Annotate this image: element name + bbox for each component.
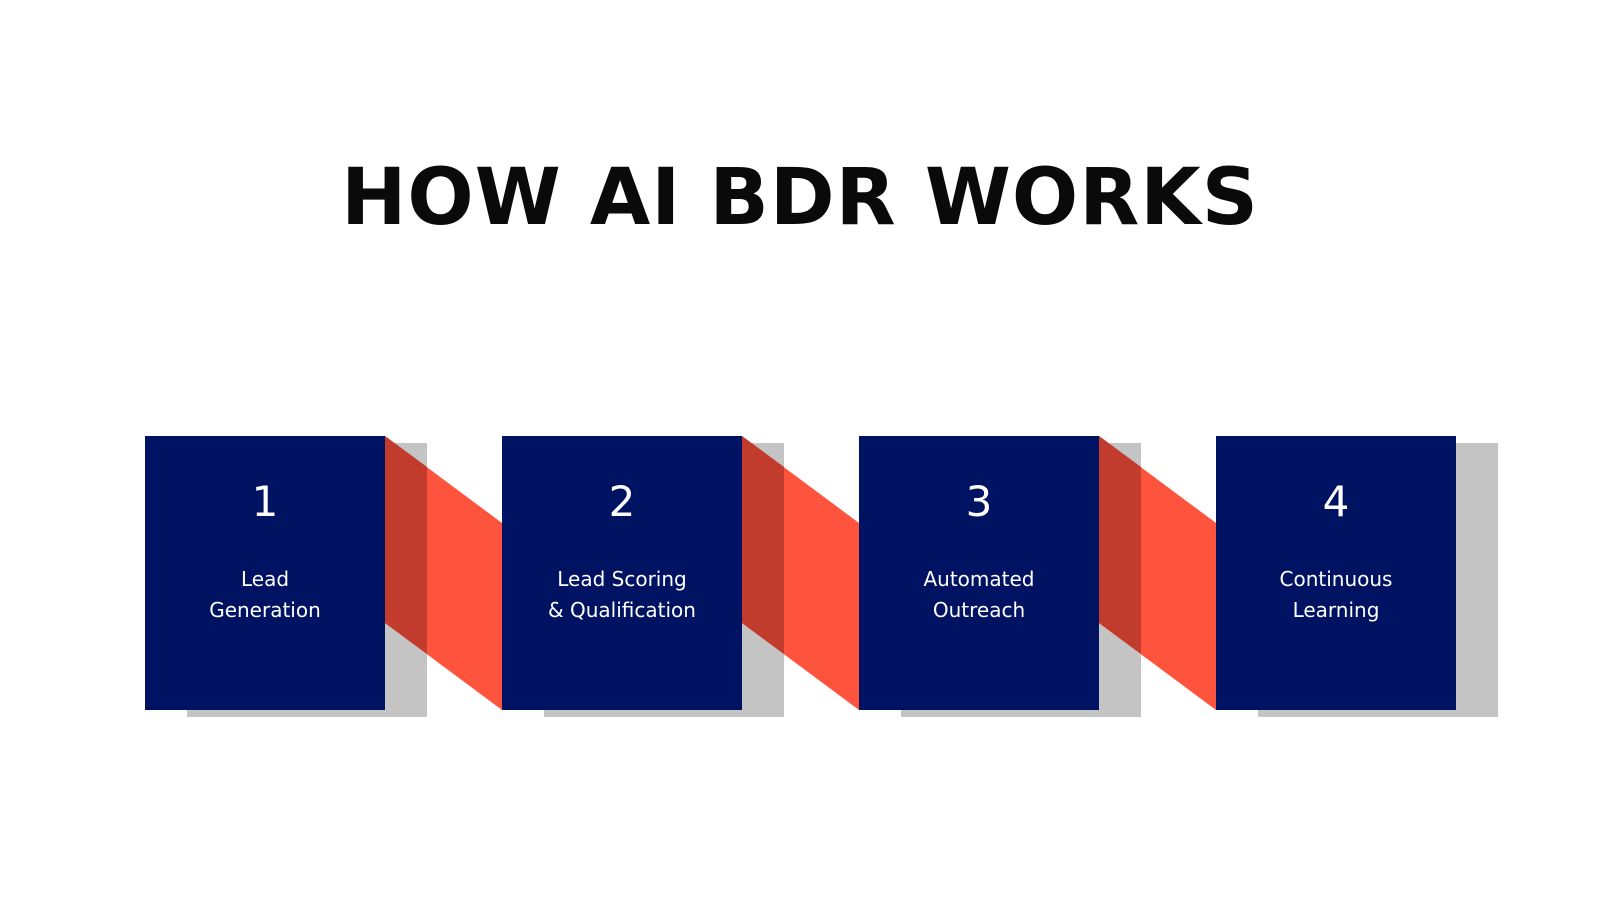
step-1-label: Lead Generation — [145, 564, 385, 626]
step-1-label-line-2: Generation — [209, 598, 321, 622]
step-1-box — [145, 436, 385, 710]
step-3-label-line-2: Outreach — [932, 598, 1026, 622]
connector-2-3-shade — [742, 436, 784, 654]
step-3: 3 Automated Outreach — [859, 436, 1099, 710]
step-3-label-line-1: Automated — [923, 567, 1035, 591]
step-2-label: Lead Scoring & Qualification — [502, 564, 742, 626]
step-4: 4 Continuous Learning — [1216, 436, 1456, 710]
step-3-box — [859, 436, 1099, 710]
step-1: 1 Lead Generation — [145, 436, 385, 710]
connector-1-2-shade — [385, 436, 427, 654]
step-2: 2 Lead Scoring & Qualification — [502, 436, 742, 710]
step-4-box — [1216, 436, 1456, 710]
step-4-label-line-2: Learning — [1292, 598, 1380, 622]
step-2-label-line-2: & Qualification — [548, 598, 696, 622]
step-4-label: Continuous Learning — [1216, 564, 1456, 626]
step-3-label: Automated Outreach — [859, 564, 1099, 626]
step-4-label-line-1: Continuous — [1279, 567, 1393, 591]
step-2-number: 2 — [608, 477, 636, 526]
step-2-box — [502, 436, 742, 710]
connector-3-4-shade — [1099, 436, 1141, 654]
step-4-number: 4 — [1322, 477, 1350, 526]
step-3-number: 3 — [965, 477, 993, 526]
step-1-number: 1 — [251, 477, 279, 526]
step-2-label-line-1: Lead Scoring — [557, 567, 687, 591]
step-1-label-line-1: Lead — [240, 567, 290, 591]
page-title: HOW AI BDR WORKS — [341, 153, 1259, 243]
